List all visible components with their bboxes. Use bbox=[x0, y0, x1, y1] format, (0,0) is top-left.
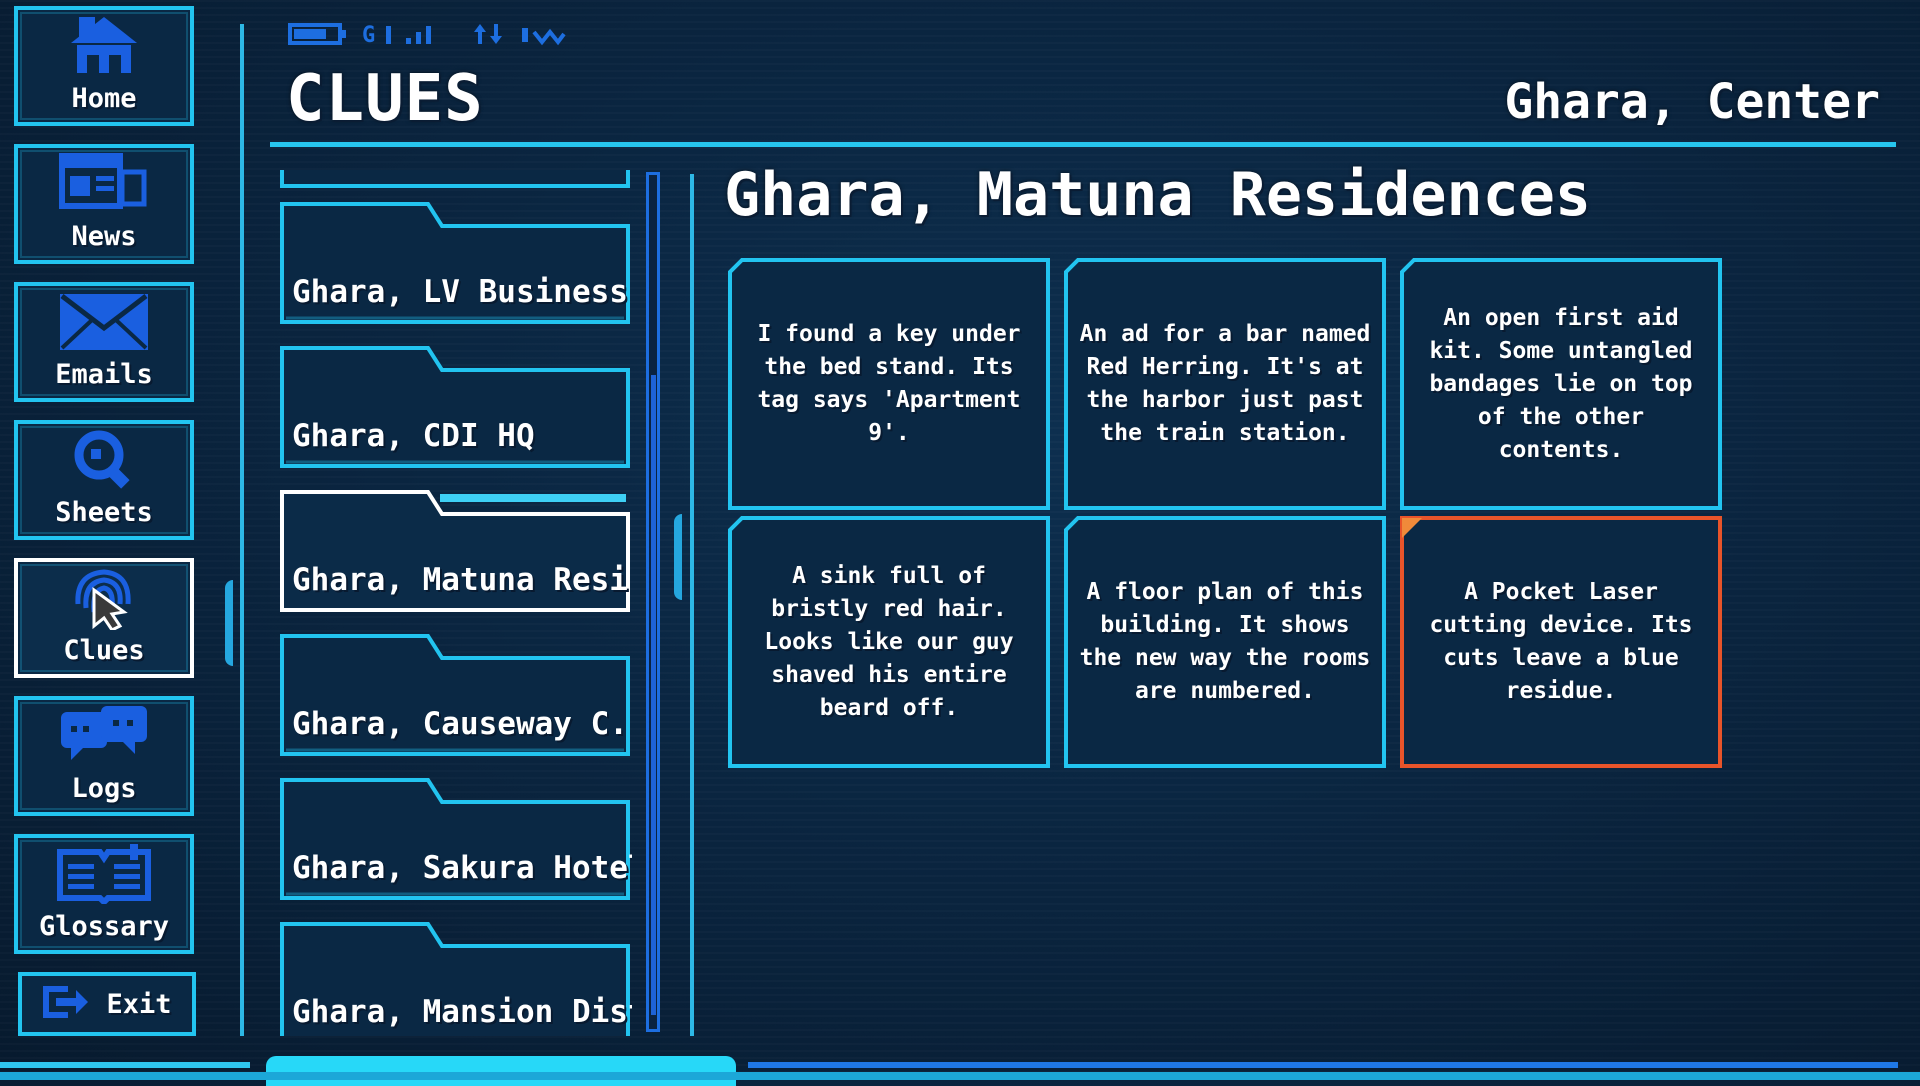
active-tab-marker bbox=[225, 580, 233, 666]
list-item[interactable]: Ghara, LV Business ... bbox=[280, 200, 632, 326]
sidebar-item-logs[interactable]: Logs bbox=[14, 696, 194, 816]
sidebar-divider bbox=[240, 24, 244, 1036]
fingerprint-icon bbox=[64, 562, 144, 631]
sidebar-item-sheets[interactable]: Sheets bbox=[14, 420, 194, 540]
battery-icon bbox=[288, 23, 348, 49]
sidebar-item-emails[interactable]: Emails bbox=[14, 282, 194, 402]
exit-button[interactable]: Exit bbox=[18, 972, 196, 1036]
header-divider bbox=[270, 142, 1896, 147]
bottom-bar-right bbox=[748, 1062, 1898, 1068]
sidebar-item-label: Home bbox=[71, 83, 137, 114]
book-icon bbox=[54, 838, 154, 907]
exit-label: Exit bbox=[106, 988, 172, 1020]
location-label: Ghara, Matuna Resi... bbox=[292, 562, 632, 598]
wifi-icon bbox=[520, 22, 566, 50]
list-item[interactable]: Ghara, CDI HQ bbox=[280, 344, 630, 470]
list-item-selected[interactable]: Ghara, Matuna Resi... bbox=[280, 488, 632, 614]
location-title: Ghara, Matuna Residences bbox=[724, 160, 1591, 230]
newspaper-icon bbox=[56, 148, 152, 217]
exit-icon bbox=[42, 985, 90, 1023]
sidebar-item-label: Sheets bbox=[55, 497, 153, 528]
clue-text: An ad for a bar named Red Herring. It's … bbox=[1079, 321, 1371, 446]
status-bar: G bbox=[288, 22, 566, 50]
page-title: CLUES bbox=[286, 62, 484, 136]
sidebar-item-label: Emails bbox=[55, 359, 153, 390]
data-transfer-icon bbox=[472, 22, 506, 50]
sidebar-item-label: Glossary bbox=[38, 911, 170, 942]
clue-card[interactable]: An open first aid kit. Some untangled ba… bbox=[1400, 258, 1722, 510]
list-item[interactable]: Ghara, Sakura Hotel bbox=[280, 776, 632, 902]
clue-card[interactable]: A floor plan of this building. It shows … bbox=[1064, 516, 1386, 768]
location-label: Ghara, Causeway C... bbox=[292, 706, 632, 742]
list-item[interactable]: Ghara, Mansion Dist... bbox=[280, 920, 632, 1036]
home-icon bbox=[65, 10, 143, 79]
list-item-partial bbox=[280, 170, 630, 188]
location-label: Ghara, CDI HQ bbox=[292, 418, 535, 454]
location-label: Ghara, Mansion Dist... bbox=[292, 994, 632, 1030]
magnifier-icon bbox=[69, 424, 139, 493]
location-label: Ghara, LV Business ... bbox=[292, 274, 632, 310]
envelope-icon bbox=[58, 286, 150, 355]
sidebar-item-home[interactable]: Home bbox=[14, 6, 194, 126]
clue-card-highlighted[interactable]: A Pocket Laser cutting device. Its cuts … bbox=[1400, 516, 1722, 768]
bottom-bar-left bbox=[0, 1062, 250, 1068]
list-item[interactable]: Ghara, Causeway C... bbox=[280, 632, 632, 758]
svg-text:G: G bbox=[362, 23, 375, 46]
clue-text: A Pocket Laser cutting device. Its cuts … bbox=[1429, 579, 1693, 704]
clue-text: An open first aid kit. Some untangled ba… bbox=[1429, 304, 1693, 463]
sidebar-item-label: Clues bbox=[63, 635, 145, 666]
sidebar-item-label: News bbox=[71, 221, 137, 252]
scrollbar-thumb[interactable] bbox=[651, 375, 656, 1015]
clue-card[interactable]: An ad for a bar named Red Herring. It's … bbox=[1064, 258, 1386, 510]
clue-location-list[interactable]: Ghara, LV Business ... Ghara, CDI HQ Gha… bbox=[280, 170, 632, 1036]
location-label: Ghara, Sakura Hotel bbox=[292, 850, 632, 886]
list-divider bbox=[690, 174, 694, 1036]
signal-icon: G bbox=[362, 22, 458, 50]
sidebar-item-news[interactable]: News bbox=[14, 144, 194, 264]
location-list-scrollbar[interactable] bbox=[646, 172, 660, 1032]
selected-location-marker bbox=[674, 514, 682, 600]
sidebar-item-glossary[interactable]: Glossary bbox=[14, 834, 194, 954]
clue-text: A floor plan of this building. It shows … bbox=[1079, 579, 1371, 704]
clue-card[interactable]: I found a key under the bed stand. Its t… bbox=[728, 258, 1050, 510]
bottom-bar-mid bbox=[266, 1056, 736, 1086]
current-location: Ghara, Center bbox=[1504, 74, 1880, 130]
clue-card[interactable]: A sink full of bristly red hair. Looks l… bbox=[728, 516, 1050, 768]
sidebar-item-clues[interactable]: Clues bbox=[14, 558, 194, 678]
clue-text: I found a key under the bed stand. Its t… bbox=[757, 321, 1021, 446]
sidebar-item-label: Logs bbox=[71, 773, 137, 804]
bottom-strip bbox=[0, 1072, 1920, 1080]
chat-bubbles-icon bbox=[57, 700, 151, 769]
clue-text: A sink full of bristly red hair. Looks l… bbox=[764, 562, 1014, 721]
